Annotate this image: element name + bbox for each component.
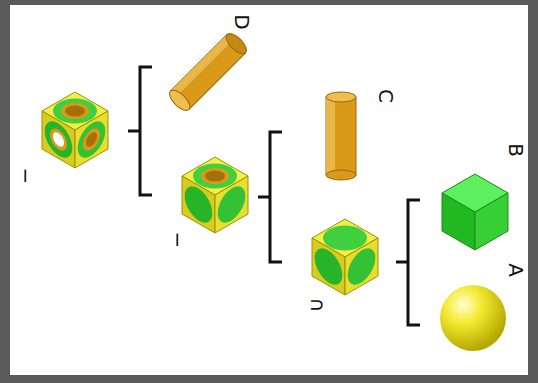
- part-label: −: [16, 168, 36, 185]
- part-label: A: [506, 263, 526, 277]
- brackets: [128, 67, 420, 325]
- cube-b: [442, 174, 508, 250]
- panel: [10, 5, 528, 375]
- part-label: −: [168, 232, 188, 249]
- part-label: ∩: [308, 298, 328, 313]
- intersection-solid: [309, 219, 381, 295]
- cylinder-c: [326, 92, 356, 180]
- part-label: D: [232, 14, 252, 29]
- part-label: B: [506, 143, 526, 157]
- part-label: C: [376, 89, 396, 103]
- cylinder-d: [166, 30, 249, 113]
- sphere-a: [440, 285, 506, 351]
- difference-solid: [179, 157, 251, 233]
- result-solid: [39, 92, 111, 168]
